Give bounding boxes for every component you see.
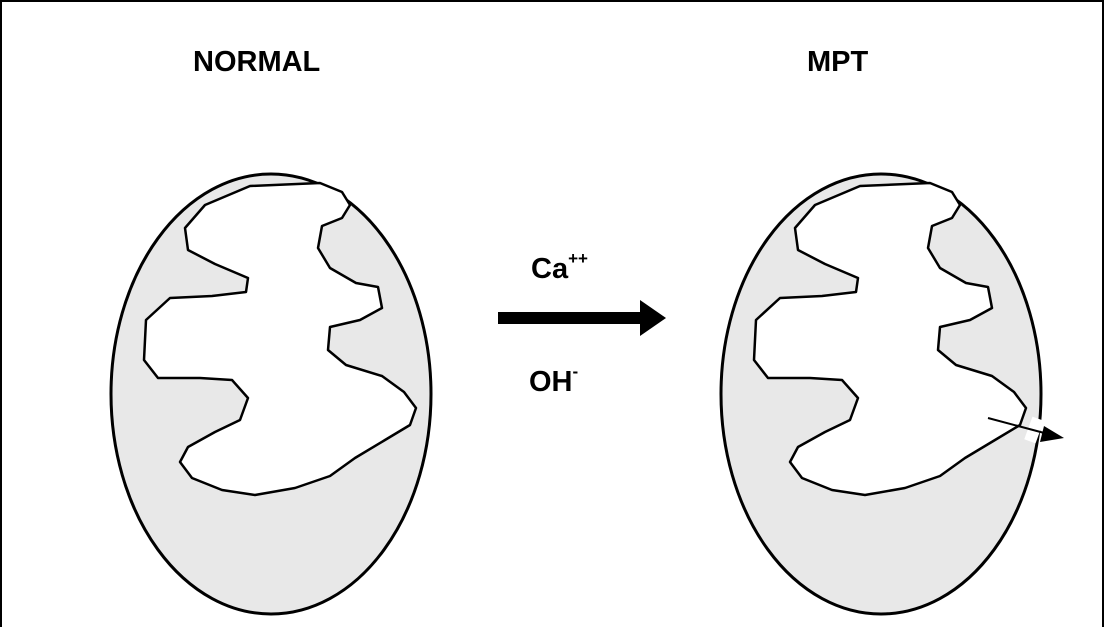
normal-inner-matrix	[142, 181, 418, 497]
efflux-arrowhead	[1040, 426, 1064, 442]
efflux-arrow	[987, 417, 1064, 442]
title-mpt: MPT	[807, 46, 869, 78]
anion-symbol: OH	[529, 366, 573, 398]
cation-symbol: Ca	[531, 253, 569, 285]
reaction-arrow	[498, 300, 666, 336]
mpt-mitochondrion	[719, 172, 1044, 616]
cation-charge: ++	[568, 249, 588, 268]
cation-label: Ca++	[531, 249, 588, 286]
anion-label: OH-	[529, 362, 578, 399]
reaction-arrowhead	[640, 300, 666, 336]
normal-mitochondrion	[109, 172, 433, 616]
title-normal: NORMAL	[193, 46, 321, 78]
mpt-inner-matrix	[752, 181, 1028, 497]
anion-charge: -	[572, 362, 579, 381]
